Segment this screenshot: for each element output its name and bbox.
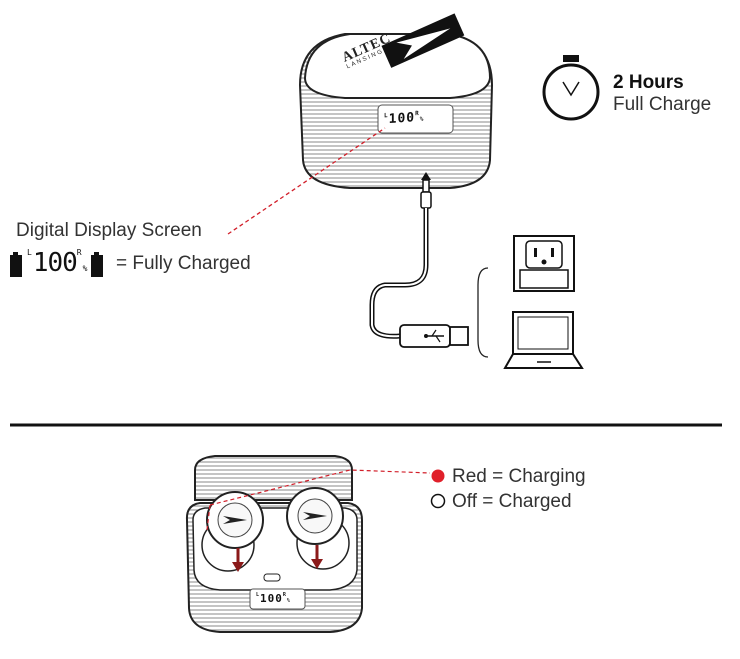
legend-display-readout: L100R% — [27, 248, 88, 278]
charge-time-caption: Full Charge — [613, 94, 712, 115]
insert-arrow-left — [232, 548, 244, 572]
fully-charged-label: = Fully Charged — [116, 253, 251, 274]
display-value: 100 — [388, 110, 416, 128]
bottom-display-left: L — [256, 592, 261, 598]
bracket — [477, 267, 489, 358]
brand-logo — [381, 13, 465, 68]
charge-time-hours: 2 Hours — [613, 72, 684, 93]
insert-arrow-right — [311, 545, 323, 569]
display-unit: % — [419, 115, 425, 123]
wall-outlet-icon — [513, 235, 575, 292]
led-off-label: Off = Charged — [452, 491, 572, 512]
led-red-indicator — [431, 469, 445, 483]
laptop-icon — [503, 311, 584, 369]
bottom-display-unit: % — [286, 598, 291, 604]
led-red-label: Red = Charging — [452, 466, 586, 487]
led-off-indicator — [430, 493, 446, 509]
display-screen-label: Digital Display Screen — [16, 220, 202, 241]
legend-right-marker: R — [76, 248, 83, 257]
legend-unit: % — [82, 264, 89, 273]
legend-value: 100 — [32, 248, 78, 278]
battery-left-icon — [10, 252, 22, 277]
case-display-top: L100R% — [384, 110, 424, 128]
display-leader-line — [227, 127, 386, 235]
charging-case-top — [298, 33, 494, 189]
usb-a-plug — [399, 324, 469, 348]
battery-right-icon — [91, 252, 103, 277]
legend-left-marker: L — [27, 248, 33, 257]
stopwatch-icon — [542, 55, 600, 121]
left-earbud — [201, 491, 264, 572]
usb-cable — [369, 208, 429, 339]
case-display-bottom: L100R% — [256, 592, 291, 605]
led-leader-line — [209, 469, 431, 506]
bottom-display-value: 100 — [260, 592, 283, 605]
right-earbud — [286, 487, 350, 570]
bottom-display-right: R — [282, 592, 287, 598]
